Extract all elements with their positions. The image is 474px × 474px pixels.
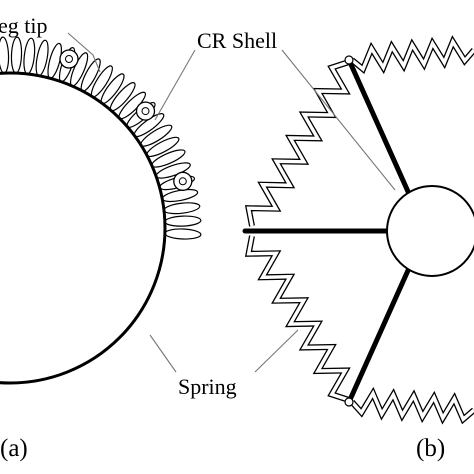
leg-tip [173,171,193,191]
panel-b-springs [244,35,474,425]
spring-inner [246,60,350,227]
leader-cr-shell-b [281,49,396,191]
leg-tip [59,49,79,69]
panel-b-leg-tip-lower [344,397,354,407]
label-panel-a: (a) [0,435,28,462]
spring-coil [163,202,201,215]
spring-inner [246,235,350,402]
panel-b-leg-upper [346,57,413,199]
panel-b-hub [386,185,474,277]
panel-a-shell [0,71,167,385]
leg-tip-center [65,55,73,63]
spring-inner [350,37,474,72]
panel-a-leg-tips [59,49,193,191]
panel-b-leg-tip-upper [344,55,354,65]
leader-spring-a [149,334,177,373]
spring-coil [23,37,36,75]
leg-tip [135,101,156,121]
leader-spring-b [254,329,299,373]
spring-coil [10,36,23,74]
panel-a [0,36,202,385]
leg-tip-center [141,107,150,116]
leader-leg-tip [67,32,101,73]
spring-outline [244,235,351,403]
panel-b [242,35,474,425]
spring-coil [0,36,10,74]
panel-b-leg-lower [346,263,413,405]
leg-tip-center [178,177,187,186]
spring-coil [164,215,202,227]
spring-inner [350,389,474,423]
label-cr-shell: CR Shell [197,28,277,53]
label-panel-b: (b) [416,435,445,462]
spring-coil [164,228,202,240]
leader-cr-shell-a [154,49,196,121]
label-leg-tip: eg tip [0,13,48,38]
leader-lines [67,32,396,373]
spring-outline [244,59,351,227]
label-spring: Spring [178,374,237,399]
